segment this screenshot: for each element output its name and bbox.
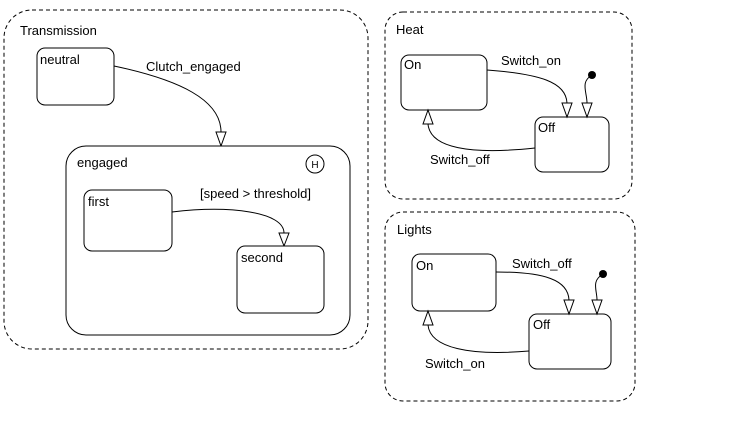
heat-switch-on-transition[interactable]: [486, 69, 568, 104]
engaged-state-label: engaged: [77, 155, 128, 170]
heat-on-state-label: On: [404, 57, 421, 72]
lights-switch-on-arrowhead: [422, 309, 434, 326]
lights-switch-off-arrowhead: [563, 299, 575, 316]
heat-off-state-label: Off: [538, 120, 555, 135]
lights-off-state[interactable]: [528, 313, 612, 370]
heat-default-arrowhead: [581, 102, 593, 119]
first-state-label: first: [88, 194, 109, 209]
lights-on-state[interactable]: [411, 253, 497, 312]
heat-switch-off-transition[interactable]: [427, 123, 536, 152]
heat-switch-off-label: Switch_off: [430, 152, 490, 167]
neutral-state-label: neutral: [40, 52, 80, 67]
speed-threshold-transition[interactable]: [171, 208, 285, 234]
lights-off-state-label: Off: [533, 317, 550, 332]
history-junction-icon: [305, 154, 325, 174]
lights-region: Lights On Off Switch_off Switch_on: [384, 211, 636, 402]
speed-threshold-arrowhead: [278, 232, 290, 248]
heat-switch-on-label: Switch_on: [501, 53, 561, 68]
transmission-region-label: Transmission: [20, 23, 97, 38]
heat-off-state[interactable]: [534, 116, 610, 173]
heat-default-transition: [584, 74, 593, 104]
heat-on-state[interactable]: [400, 54, 488, 111]
heat-region: Heat On Off Switch_on Switch_off: [384, 11, 633, 200]
heat-switch-off-arrowhead: [422, 108, 434, 125]
transmission-region: Transmission neutral Clutch_engaged enga…: [3, 9, 369, 350]
second-state[interactable]: [236, 245, 325, 314]
clutch-engaged-transition[interactable]: [113, 65, 222, 133]
lights-default-arrowhead: [591, 299, 603, 316]
clutch-engaged-arrowhead: [215, 131, 227, 148]
lights-switch-on-label: Switch_on: [425, 356, 485, 371]
history-junction-label: H: [311, 160, 318, 171]
lights-switch-off-transition[interactable]: [495, 271, 570, 301]
lights-region-border: [384, 211, 636, 402]
lights-region-label: Lights: [397, 222, 432, 237]
heat-region-border: [384, 11, 633, 200]
first-state[interactable]: [83, 189, 173, 252]
heat-switch-on-arrowhead: [561, 102, 573, 119]
lights-on-state-label: On: [416, 258, 433, 273]
lights-default-transition: [595, 273, 604, 301]
lights-switch-on-transition[interactable]: [427, 324, 530, 353]
heat-region-label: Heat: [396, 22, 424, 37]
clutch-engaged-label: Clutch_engaged: [146, 59, 241, 74]
neutral-state[interactable]: [36, 47, 115, 106]
speed-threshold-label: [speed > threshold]: [200, 186, 311, 201]
lights-switch-off-label: Switch_off: [512, 256, 572, 271]
transmission-region-border: [3, 9, 369, 350]
second-state-label: second: [241, 250, 283, 265]
